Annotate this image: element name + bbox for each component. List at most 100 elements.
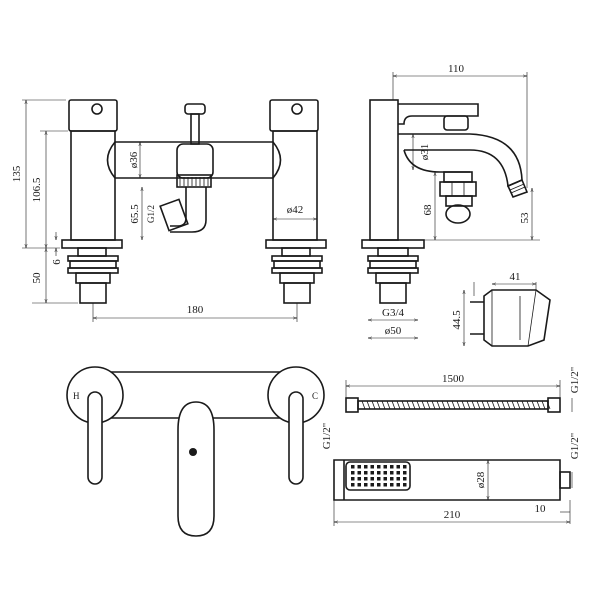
holder-body	[483, 289, 551, 347]
nozzle	[377, 477, 381, 481]
nozzle	[370, 471, 374, 475]
nozzle	[357, 471, 361, 475]
right-nut	[273, 260, 321, 269]
dim-hose-length: 1500	[442, 373, 465, 385]
dim-side-depth: 110	[448, 63, 465, 75]
side-nut	[369, 260, 417, 269]
plan-spout	[177, 401, 215, 537]
dim-holder-height: 44.5	[451, 310, 463, 330]
nozzle	[396, 471, 400, 475]
side-base-flange	[361, 239, 425, 249]
bridge-end-left	[106, 141, 116, 179]
dim-handset-dia: ø28	[475, 471, 487, 488]
handset-spray-face	[345, 461, 411, 491]
dim-side-height-b: 53	[519, 212, 531, 224]
holder-screws	[470, 301, 484, 335]
nozzle	[370, 465, 374, 469]
dim-side-thread: G3/4	[382, 307, 405, 319]
nozzle	[364, 465, 368, 469]
handset-body	[333, 459, 561, 501]
nozzle	[403, 465, 407, 469]
dim-shank-length: 50	[31, 272, 43, 284]
dim-holder-width: 41	[510, 271, 521, 283]
hose-ridges	[361, 400, 551, 410]
diverter-knob	[184, 103, 206, 115]
nozzle	[351, 483, 355, 487]
right-handle-indicator	[291, 103, 303, 115]
dim-handset-end: 10	[535, 503, 547, 515]
plan-view: H C	[66, 366, 325, 537]
side-hose-end	[445, 204, 471, 224]
side-spout	[398, 133, 523, 188]
nozzle	[383, 483, 387, 487]
right-base-flange	[265, 239, 327, 249]
aerator	[176, 174, 212, 188]
plan-diverter-dot	[189, 448, 197, 456]
side-locknut	[375, 272, 411, 284]
nozzle	[357, 483, 361, 487]
hose-nut-right	[547, 397, 561, 413]
dim-centres: 180	[187, 304, 204, 316]
plan-right-lever	[288, 391, 304, 485]
front-elevation: 135 106.5 6 50 ø36 65.5 G1/2 ø42 180	[11, 99, 327, 322]
hose-outlet	[170, 187, 207, 233]
nozzle	[377, 483, 381, 487]
shower-handset: ø28 G1/2" 10 210	[333, 433, 581, 526]
dim-base-gap: 6	[51, 259, 63, 265]
nozzle	[390, 471, 394, 475]
nozzle	[357, 477, 361, 481]
nozzle	[364, 483, 368, 487]
nozzle	[396, 465, 400, 469]
nozzle	[383, 477, 387, 481]
nozzle	[390, 483, 394, 487]
nozzle	[370, 483, 374, 487]
dim-front-handle-dia: ø36	[128, 151, 140, 168]
side-diverter-cap	[443, 115, 469, 131]
dim-spout-thread: G1/2	[146, 205, 156, 223]
nozzle	[390, 477, 394, 481]
nozzle	[396, 477, 400, 481]
right-shank-top	[281, 247, 311, 257]
plan-cold-mark: C	[312, 391, 318, 401]
side-body-curve	[403, 149, 470, 173]
dim-hose-thread-right: G1/2"	[569, 367, 581, 394]
side-spout-tip	[506, 178, 529, 199]
hose-connector	[159, 198, 189, 232]
nozzle	[377, 471, 381, 475]
dim-hose-thread-left: G1/2"	[321, 423, 333, 450]
hose-body	[357, 400, 549, 410]
left-handle-indicator	[91, 103, 103, 115]
nozzle	[403, 477, 407, 481]
plan-left-lever	[87, 391, 103, 485]
left-handle-head	[68, 99, 118, 132]
left-shank-tail	[79, 282, 107, 304]
nozzle	[370, 477, 374, 481]
nozzle	[383, 471, 387, 475]
bridge-end-right	[272, 141, 282, 179]
side-elevation: 110 ø31 68 53 G3/4 ø50	[361, 63, 540, 338]
shower-hose: 1500 G1/2" G1/2"	[321, 367, 581, 450]
side-shank-tail	[379, 282, 407, 304]
right-valve-body	[272, 130, 318, 241]
nozzle	[403, 483, 407, 487]
side-shank-top	[377, 247, 409, 257]
left-locknut	[75, 272, 111, 284]
dim-spout-height: 65.5	[129, 204, 141, 224]
left-nut	[69, 260, 117, 269]
right-shank-tail	[283, 282, 311, 304]
side-hose-collar	[445, 195, 473, 207]
nozzle	[403, 471, 407, 475]
spout-body	[176, 143, 214, 179]
nozzle	[351, 477, 355, 481]
hose-nut-left	[345, 397, 359, 413]
handset-connector	[559, 471, 571, 489]
handset-nozzle-grid	[351, 465, 407, 487]
side-body	[369, 99, 399, 241]
nozzle	[396, 483, 400, 487]
nozzle	[383, 465, 387, 469]
diverter-stem	[190, 113, 200, 145]
dim-handset-length: 210	[444, 509, 461, 521]
nozzle	[364, 471, 368, 475]
plan-hot-mark: H	[73, 391, 80, 401]
